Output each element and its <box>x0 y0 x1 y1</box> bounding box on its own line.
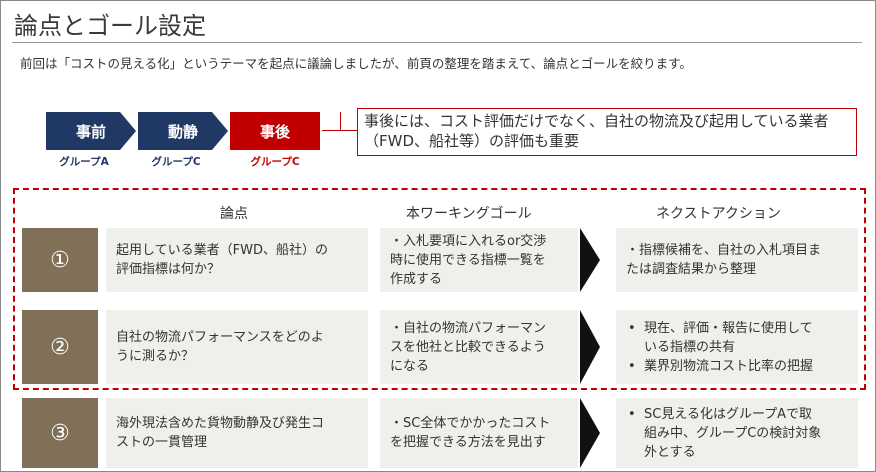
row-3-next-bullet: SC見える化はグループAで取 組み中、グループCの検討対象 外とする <box>624 405 821 462</box>
callout-connector-vertical <box>340 112 341 131</box>
phase-during-group: グループC <box>151 156 201 168</box>
column-header-next: ネクストアクション <box>656 206 781 222</box>
phase-pre-label: 事前 <box>75 122 106 141</box>
column-header-issue: 論点 <box>220 206 248 222</box>
row-1-goal-text: ・入札要項に入れるor交渉 時に使用できる指標一覧を 作成する <box>390 233 547 287</box>
row-3-next-list: SC見える化はグループAで取 組み中、グループCの検討対象 外とする <box>624 405 821 462</box>
phase-during-chevron: 動静 <box>138 112 228 150</box>
intro-text: 前回は「コストの見える化」というテーマを起点に議論しましたが、前頁の整理を踏まえ… <box>20 56 692 71</box>
phase-post-group: グループC <box>250 156 300 168</box>
row-2-issue: 自社の物流パフォーマンスをどのよ うに測るか？ <box>106 310 368 384</box>
row-1-issue: 起用している業者（FWD、船社）の 評価指標は何か？ <box>106 228 368 292</box>
row-2-next-list: 現在、評価・報告に使用して いる指標の共有 業界別物流コスト比率の把握 <box>624 319 813 376</box>
row-2-next-bullet: 現在、評価・報告に使用して いる指標の共有 <box>624 319 813 357</box>
row-2-next-bullet: 業界別物流コスト比率の把握 <box>624 357 813 376</box>
row-1-next: ・指標候補を、自社の入札項目ま たは調査結果から整理 <box>616 228 858 292</box>
row-2-number: ② <box>22 310 98 384</box>
row-1-goal: ・入札要項に入れるor交渉 時に使用できる指標一覧を 作成する <box>380 228 578 292</box>
row-2-issue-text: 自社の物流パフォーマンスをどのよ うに測るか？ <box>116 330 324 364</box>
row-3-goal-text: ・SC全体でかかったコスト を把握できる方法を見出す <box>390 416 551 450</box>
phase-pre-chevron: 事前 <box>46 112 136 150</box>
row-3-goal: ・SC全体でかかったコスト を把握できる方法を見出す <box>380 398 578 468</box>
row-1-next-text: ・指標候補を、自社の入札項目ま たは調査結果から整理 <box>626 243 822 277</box>
focus-dashed-frame <box>13 188 866 390</box>
row-3-next: SC見える化はグループAで取 組み中、グループCの検討対象 外とする <box>616 398 858 468</box>
phase-post-box: 事後 <box>230 112 320 150</box>
row-1-issue-text: 起用している業者（FWD、船社）の 評価指標は何か？ <box>116 243 328 277</box>
page-title: 論点とゴール設定 <box>14 12 206 40</box>
phase-post-label: 事後 <box>259 122 290 141</box>
row-3-issue: 海外現法含めた貨物動静及び発生コ ストの一貫管理 <box>106 398 368 468</box>
column-header-goal: 本ワーキングゴール <box>406 206 532 222</box>
row-3-issue-text: 海外現法含めた貨物動静及び発生コ ストの一貫管理 <box>116 416 325 450</box>
row-2-goal: ・自社の物流パフォーマン スを他社と比較できるよう になる <box>380 310 578 384</box>
title-divider <box>12 42 862 43</box>
row-2-next: 現在、評価・報告に使用して いる指標の共有 業界別物流コスト比率の把握 <box>616 310 858 384</box>
row-1-number: ① <box>22 228 98 292</box>
row-2-goal-text: ・自社の物流パフォーマン スを他社と比較できるよう になる <box>390 320 547 374</box>
callout-box: 事後には、コスト評価だけでなく、自社の物流及び起用している業者（FWD、船社等）… <box>357 108 857 156</box>
phase-pre-group: グループA <box>59 156 109 168</box>
phase-during-label: 動静 <box>167 122 198 141</box>
row-3-number: ③ <box>22 398 98 468</box>
